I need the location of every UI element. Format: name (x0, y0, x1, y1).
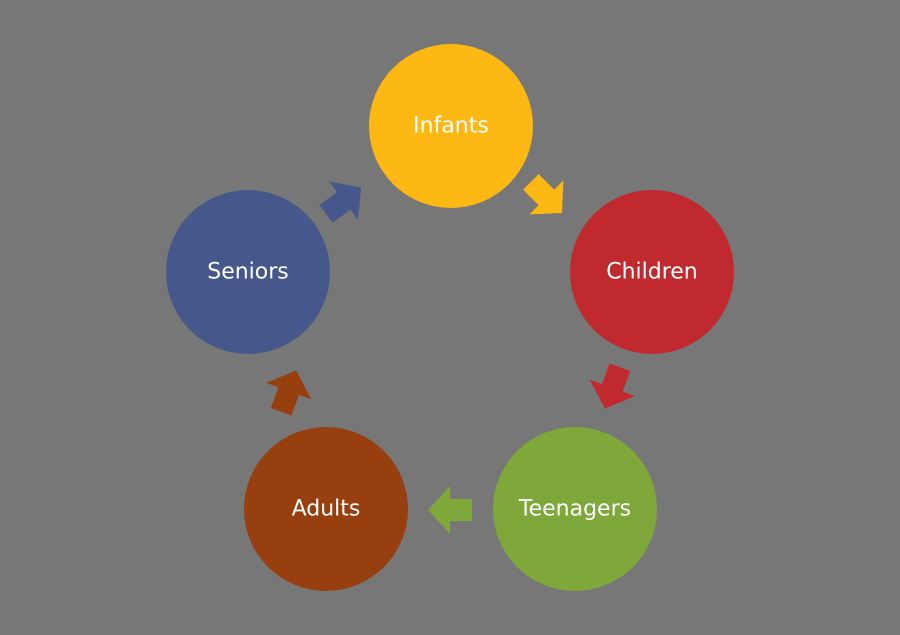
arrows-layer (266, 174, 635, 534)
arrow-icon-children-teenagers (589, 363, 635, 409)
node-seniors: Seniors (166, 190, 330, 354)
node-adults: Adults (244, 427, 408, 591)
node-children: Children (570, 190, 734, 354)
node-label-teenagers: Teenagers (518, 497, 631, 522)
arrow-icon-seniors-infants (319, 181, 362, 223)
node-circle-adults (244, 427, 408, 591)
node-label-children: Children (606, 260, 698, 285)
node-circle-teenagers (493, 427, 657, 591)
node-label-adults: Adults (292, 497, 361, 522)
node-label-seniors: Seniors (207, 260, 289, 285)
arrow-icon-adults-seniors (266, 370, 312, 416)
node-infants: Infants (369, 44, 533, 208)
node-teenagers: Teenagers (493, 427, 657, 591)
node-circle-children (570, 190, 734, 354)
node-label-infants: Infants (413, 114, 489, 139)
arrow-icon-infants-children (523, 174, 564, 215)
node-circle-infants (369, 44, 533, 208)
node-circle-seniors (166, 190, 330, 354)
arrow-icon-teenagers-adults (428, 486, 472, 534)
